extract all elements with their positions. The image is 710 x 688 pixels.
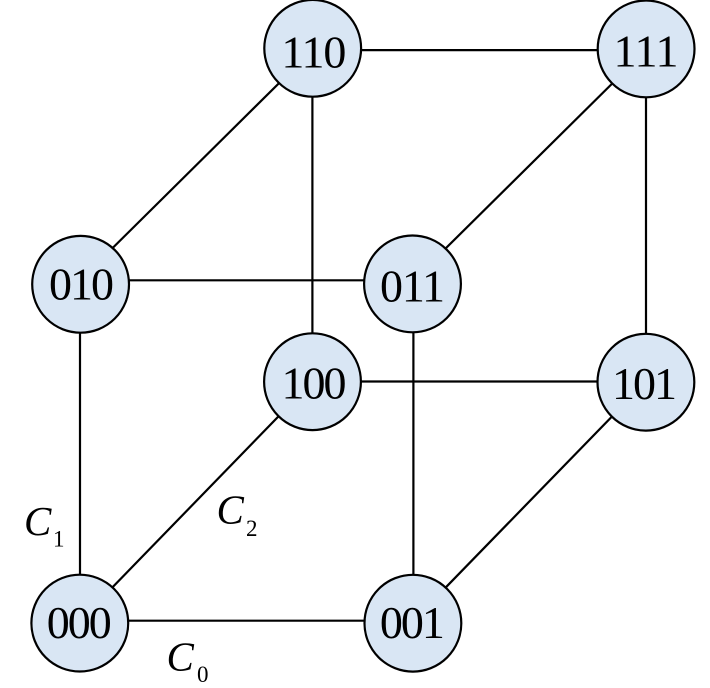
- svg-text:010: 010: [49, 259, 114, 310]
- svg-text:0: 0: [197, 662, 209, 687]
- svg-text:111: 111: [614, 26, 679, 77]
- svg-text:C: C: [167, 634, 195, 680]
- svg-text:011: 011: [380, 261, 445, 312]
- svg-text:2: 2: [246, 516, 258, 541]
- svg-text:C: C: [24, 498, 52, 544]
- svg-text:100: 100: [282, 357, 347, 408]
- svg-text:C: C: [217, 487, 245, 533]
- svg-text:110: 110: [281, 26, 346, 77]
- svg-text:1: 1: [53, 527, 65, 552]
- svg-text:000: 000: [47, 597, 112, 648]
- svg-text:101: 101: [612, 358, 677, 409]
- svg-text:001: 001: [380, 597, 445, 648]
